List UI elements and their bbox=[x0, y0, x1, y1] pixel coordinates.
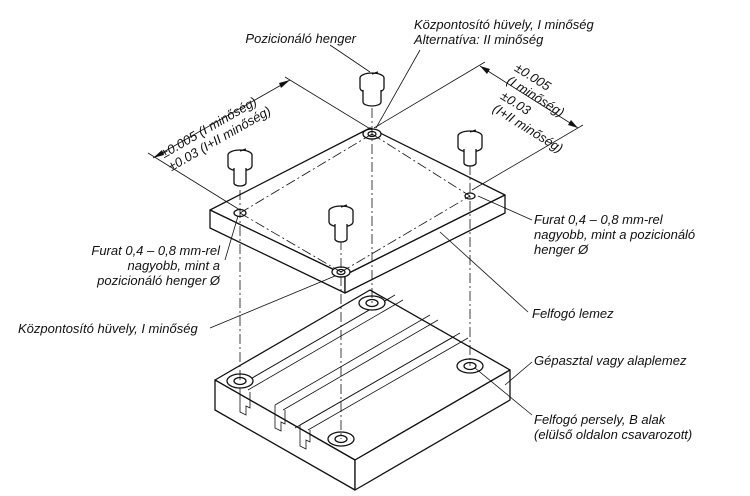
label-hole-right-line2: nagyobb, mint a pozicionáló bbox=[534, 227, 696, 242]
clamping-bush-front bbox=[327, 431, 355, 447]
label-hole-right-line1: Furat 0,4 – 0,8 mm-rel bbox=[534, 212, 663, 227]
label-centering-sleeve-top: Központosító hüvely, I minőség Alternatí… bbox=[414, 17, 594, 47]
clamping-plate-side-face bbox=[344, 194, 506, 294]
label-clamping-bush-line2: (elülső oldalon csavarozott) bbox=[534, 427, 693, 442]
label-hole-left-line1: Furat 0,4 – 0,8 mm-rel bbox=[91, 243, 220, 258]
label-positioning-pin: Pozicionáló henger bbox=[245, 31, 356, 46]
label-machine-table: Gépasztal vagy alaplemez bbox=[534, 353, 687, 368]
label-clamping-plate: Felfogó lemez bbox=[532, 306, 614, 321]
clamping-plate bbox=[209, 127, 506, 294]
positioning-pin-left bbox=[227, 148, 253, 187]
machine-table-side-face bbox=[354, 369, 511, 491]
label-hole-left-line2: nagyobb, mint a bbox=[127, 258, 220, 273]
center-lines bbox=[239, 108, 471, 439]
label-centering-sleeve-top-line1: Központosító hüvely, I minőség bbox=[414, 17, 594, 32]
t-slots bbox=[234, 294, 469, 450]
positioning-pin-right bbox=[457, 129, 483, 167]
label-hole-left-line3: pozicionáló henger Ø bbox=[97, 273, 220, 288]
label-hole-right: Furat 0,4 – 0,8 mm-rel nagyobb, mint a p… bbox=[534, 212, 695, 257]
dimension-right bbox=[373, 61, 584, 191]
dimension-left bbox=[147, 76, 373, 211]
machine-table bbox=[214, 289, 511, 491]
label-centering-sleeve-top-line2: Alternatíva: II minőség bbox=[414, 32, 544, 47]
label-hole-left: Furat 0,4 – 0,8 mm-rel nagyobb, mint a p… bbox=[40, 243, 220, 288]
label-clamping-bush: Felfogó persely, B alak (elülső oldalon … bbox=[534, 412, 692, 442]
leader-lines bbox=[209, 44, 533, 416]
positioning-pin-back bbox=[359, 71, 385, 107]
label-hole-right-line3: henger Ø bbox=[534, 242, 589, 257]
label-clamping-bush-line1: Felfogó persely, B alak bbox=[534, 412, 666, 427]
positioning-pin-front bbox=[328, 204, 354, 243]
label-centering-sleeve-left: Központosító hüvely, I minőség bbox=[18, 321, 198, 336]
clamping-bush-left bbox=[226, 373, 254, 389]
